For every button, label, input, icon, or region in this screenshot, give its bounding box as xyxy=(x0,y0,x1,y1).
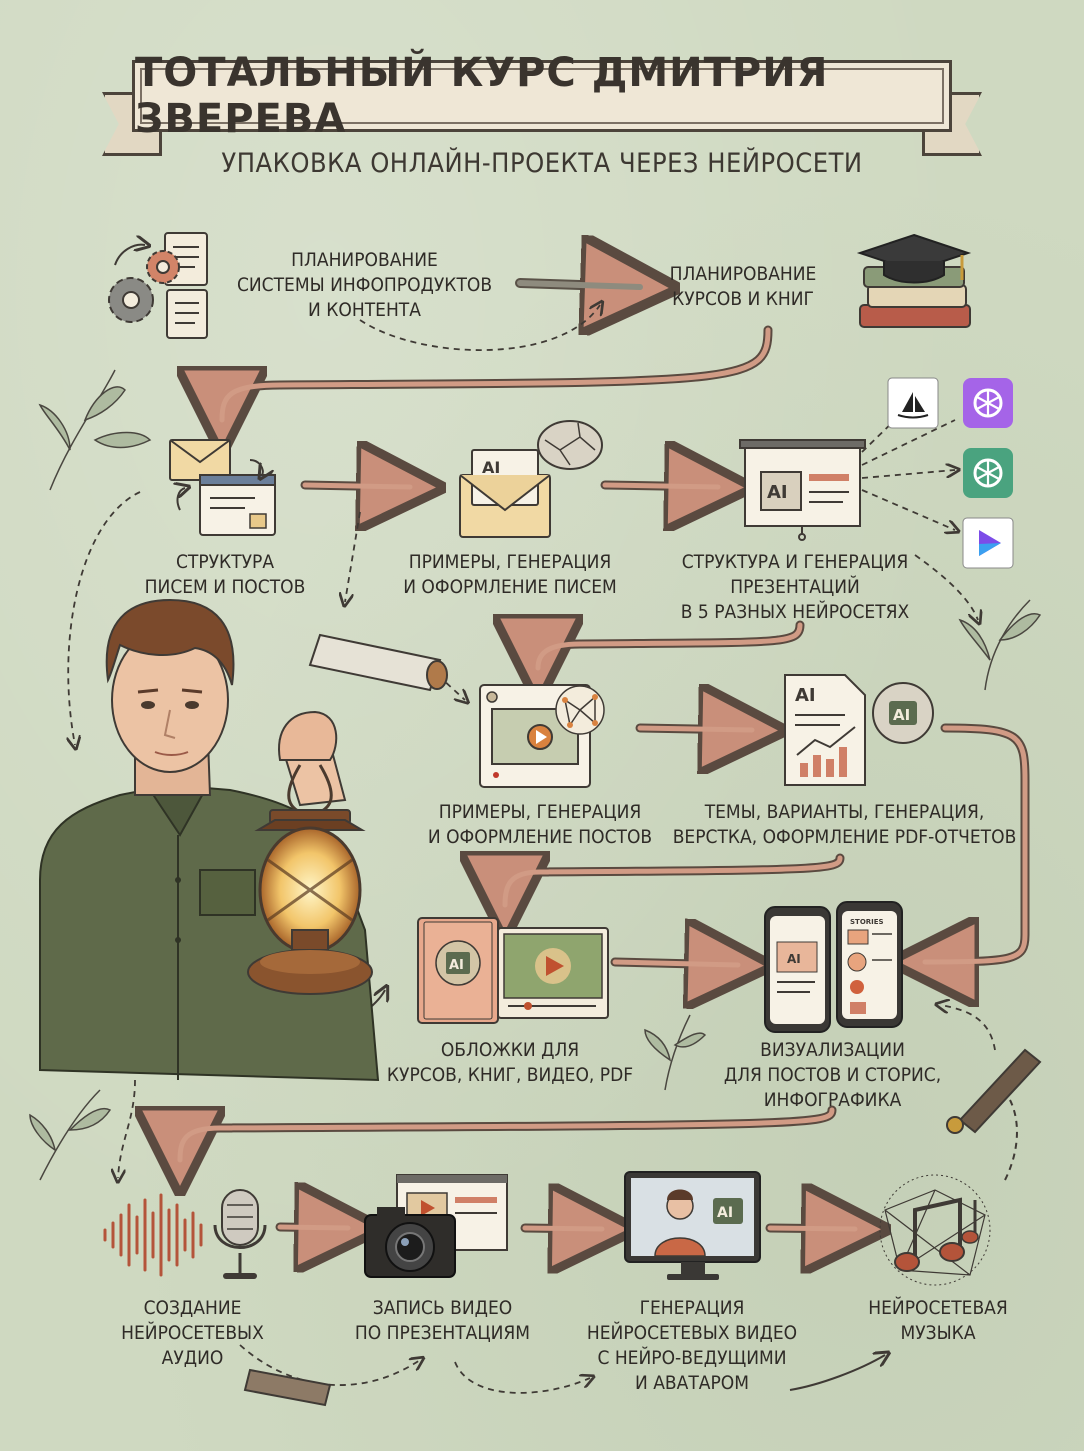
ai-presentation-board-icon: AI xyxy=(739,439,866,541)
page-title: ТОТАЛЬНЫЙ КУРС ДМИТРИЯ ЗВЕРЕВА xyxy=(135,50,829,142)
step-line: АУДИО xyxy=(161,1347,224,1369)
step-line: СОЗДАНИЕ xyxy=(143,1297,242,1319)
step-video-recording: ЗАПИСЬ ВИДЕО ПО ПРЕЗЕНТАЦИЯМ xyxy=(322,1284,563,1358)
step-line: И ОФОРМЛЕНИЕ ПИСЕМ xyxy=(403,576,617,598)
step-line: НЕЙРОСЕТЕВАЯ xyxy=(868,1297,1008,1319)
arrow-plan2-structure xyxy=(222,325,773,420)
step-letters-structure: СТРУКТУРА ПИСЕМ И ПОСТОВ xyxy=(112,538,338,612)
man-with-lantern-illustration xyxy=(39,598,380,1082)
step-line: ВЕРСТКА, ОФОРМЛЕНИЕ PDF-ОТЧЕТОВ xyxy=(672,826,1017,848)
video-post-network-icon xyxy=(479,684,605,788)
step-line: ДЛЯ ПОСТОВ И СТОРИС, xyxy=(723,1064,942,1086)
arrows-solid xyxy=(180,283,1030,1229)
soundwave-microphone-icon xyxy=(103,1189,267,1279)
leaf-decor xyxy=(29,369,1042,1181)
step-line: И АВАТАРОМ xyxy=(635,1372,749,1394)
title-banner: ТОТАЛЬНЫЙ КУРС ДМИТРИЯ ЗВЕРЕВА xyxy=(102,50,982,156)
ai-text: AI xyxy=(449,958,464,973)
step-line: ПО ПРЕЗЕНТАЦИЯМ xyxy=(354,1322,531,1344)
step-letters-generation: ПРИМЕРЫ, ГЕНЕРАЦИЯ И ОФОРМЛЕНИЕ ПИСЕМ xyxy=(377,538,643,612)
ai-text: AI xyxy=(893,706,910,724)
step-line: ВИЗУАЛИЗАЦИИ xyxy=(760,1039,905,1061)
ai-monitor-presenter-icon: AI xyxy=(624,1171,761,1280)
music-network-icon xyxy=(879,1174,991,1286)
gears-documents-icon xyxy=(108,232,208,339)
ai-book-video-covers-icon: AI xyxy=(417,917,609,1024)
ai-text: AI xyxy=(787,952,801,966)
step-line: ПРИМЕРЫ, ГЕНЕРАЦИЯ xyxy=(438,801,642,823)
graduation-books-icon xyxy=(856,233,972,328)
step-planning-system: ПЛАНИРОВАНИЕ СИСТЕМЫ ИНФОПРОДУКТОВ И КОН… xyxy=(204,236,525,335)
step-ai-video: ГЕНЕРАЦИЯ НЕЙРОСЕТЕВЫХ ВИДЕО С НЕЙРО-ВЕД… xyxy=(554,1284,830,1408)
ai-envelope-brain-icon: AI xyxy=(459,420,603,538)
step-line: КУРСОВ, КНИГ, ВИДЕО, PDF xyxy=(386,1064,634,1086)
step-line: МУЗЫКА xyxy=(900,1322,976,1344)
page-subtitle: УПАКОВКА ОНЛАЙН-ПРОЕКТА ЧЕРЕЗ НЕЙРОСЕТИ xyxy=(221,148,863,179)
envelope-browser-icon xyxy=(169,439,276,536)
ai-text: AI xyxy=(717,1205,733,1221)
step-line: СТРУКТУРА xyxy=(175,551,275,573)
step-line: СТРУКТУРА И ГЕНЕРАЦИЯ xyxy=(681,551,909,573)
ai-text: AI xyxy=(795,685,816,706)
stories-text: STORIES xyxy=(850,918,884,926)
step-line: С НЕЙРО-ВЕДУЩИМИ xyxy=(597,1347,787,1369)
step-line: ПЛАНИРОВАНИЕ xyxy=(669,263,817,285)
phone-stories-icon: AI STORIES xyxy=(764,901,903,1033)
step-line: ОБЛОЖКИ ДЛЯ xyxy=(440,1039,580,1061)
openai-purple-icon xyxy=(963,378,1013,428)
step-line: ГЕНЕРАЦИЯ xyxy=(639,1297,745,1319)
step-music: НЕЙРОСЕТЕВАЯ МУЗЫКА xyxy=(830,1284,1046,1358)
play-gradient-icon xyxy=(962,517,1014,569)
arrows-dashed xyxy=(68,305,996,1394)
step-line: НЕЙРОСЕТЕВЫХ xyxy=(121,1322,264,1344)
ai-report-chart-icon: AI AI xyxy=(784,674,934,786)
step-line: СИСТЕМЫ ИНФОПРОДУКТОВ xyxy=(236,274,493,296)
ai-text: AI xyxy=(767,482,788,503)
step-line: ПРИМЕРЫ, ГЕНЕРАЦИЯ xyxy=(408,551,612,573)
step-line: НЕЙРОСЕТЕВЫХ ВИДЕО xyxy=(586,1322,798,1344)
camera-presentation-icon xyxy=(364,1174,508,1278)
step-line: В 5 РАЗНЫХ НЕЙРОСЕТЯХ xyxy=(680,601,910,623)
sail-logo-icon xyxy=(887,377,939,429)
step-planning-courses: ПЛАНИРОВАНИЕ КУРСОВ И КНИГ xyxy=(630,250,856,324)
step-line: ПИСЕМ И ПОСТОВ xyxy=(144,576,306,598)
arrow-visualizations-audio xyxy=(180,1105,837,1160)
step-visualizations: ВИЗУАЛИЗАЦИИ ДЛЯ ПОСТОВ И СТОРИС, ИНФОГР… xyxy=(692,1026,973,1125)
step-line: ТЕМЫ, ВАРИАНТЫ, ГЕНЕРАЦИЯ, xyxy=(704,801,985,823)
step-line: ИНФОГРАФИКА xyxy=(763,1089,902,1111)
step-line: ПРЕЗЕНТАЦИЙ xyxy=(730,576,860,598)
step-line: КУРСОВ И КНИГ xyxy=(672,288,814,310)
step-covers: ОБЛОЖКИ ДЛЯ КУРСОВ, КНИГ, ВИДЕО, PDF xyxy=(367,1026,653,1100)
step-posts: ПРИМЕРЫ, ГЕНЕРАЦИЯ И ОФОРМЛЕНИЕ ПОСТОВ xyxy=(407,788,673,862)
step-pdf-reports: ТЕМЫ, ВАРИАНТЫ, ГЕНЕРАЦИЯ, ВЕРСТКА, ОФОР… xyxy=(654,788,1035,862)
step-line: И ОФОРМЛЕНИЕ ПОСТОВ xyxy=(427,826,653,848)
step-presentations: СТРУКТУРА И ГЕНЕРАЦИЯ ПРЕЗЕНТАЦИЙ В 5 РА… xyxy=(652,538,938,637)
step-audio: СОЗДАНИЕ НЕЙРОСЕТЕВЫХ АУДИО xyxy=(82,1284,303,1383)
cable-decor xyxy=(243,633,1042,1407)
arrow-pdf-covers xyxy=(505,858,845,905)
openai-green-icon xyxy=(963,448,1013,498)
ai-text: AI xyxy=(482,458,500,477)
step-line: И КОНТЕНТА xyxy=(308,299,421,321)
step-line: ПЛАНИРОВАНИЕ xyxy=(291,249,438,271)
banner-ribbon: ТОТАЛЬНЫЙ КУРС ДМИТРИЯ ЗВЕРЕВА xyxy=(132,50,952,142)
step-line: ЗАПИСЬ ВИДЕО xyxy=(372,1297,513,1319)
